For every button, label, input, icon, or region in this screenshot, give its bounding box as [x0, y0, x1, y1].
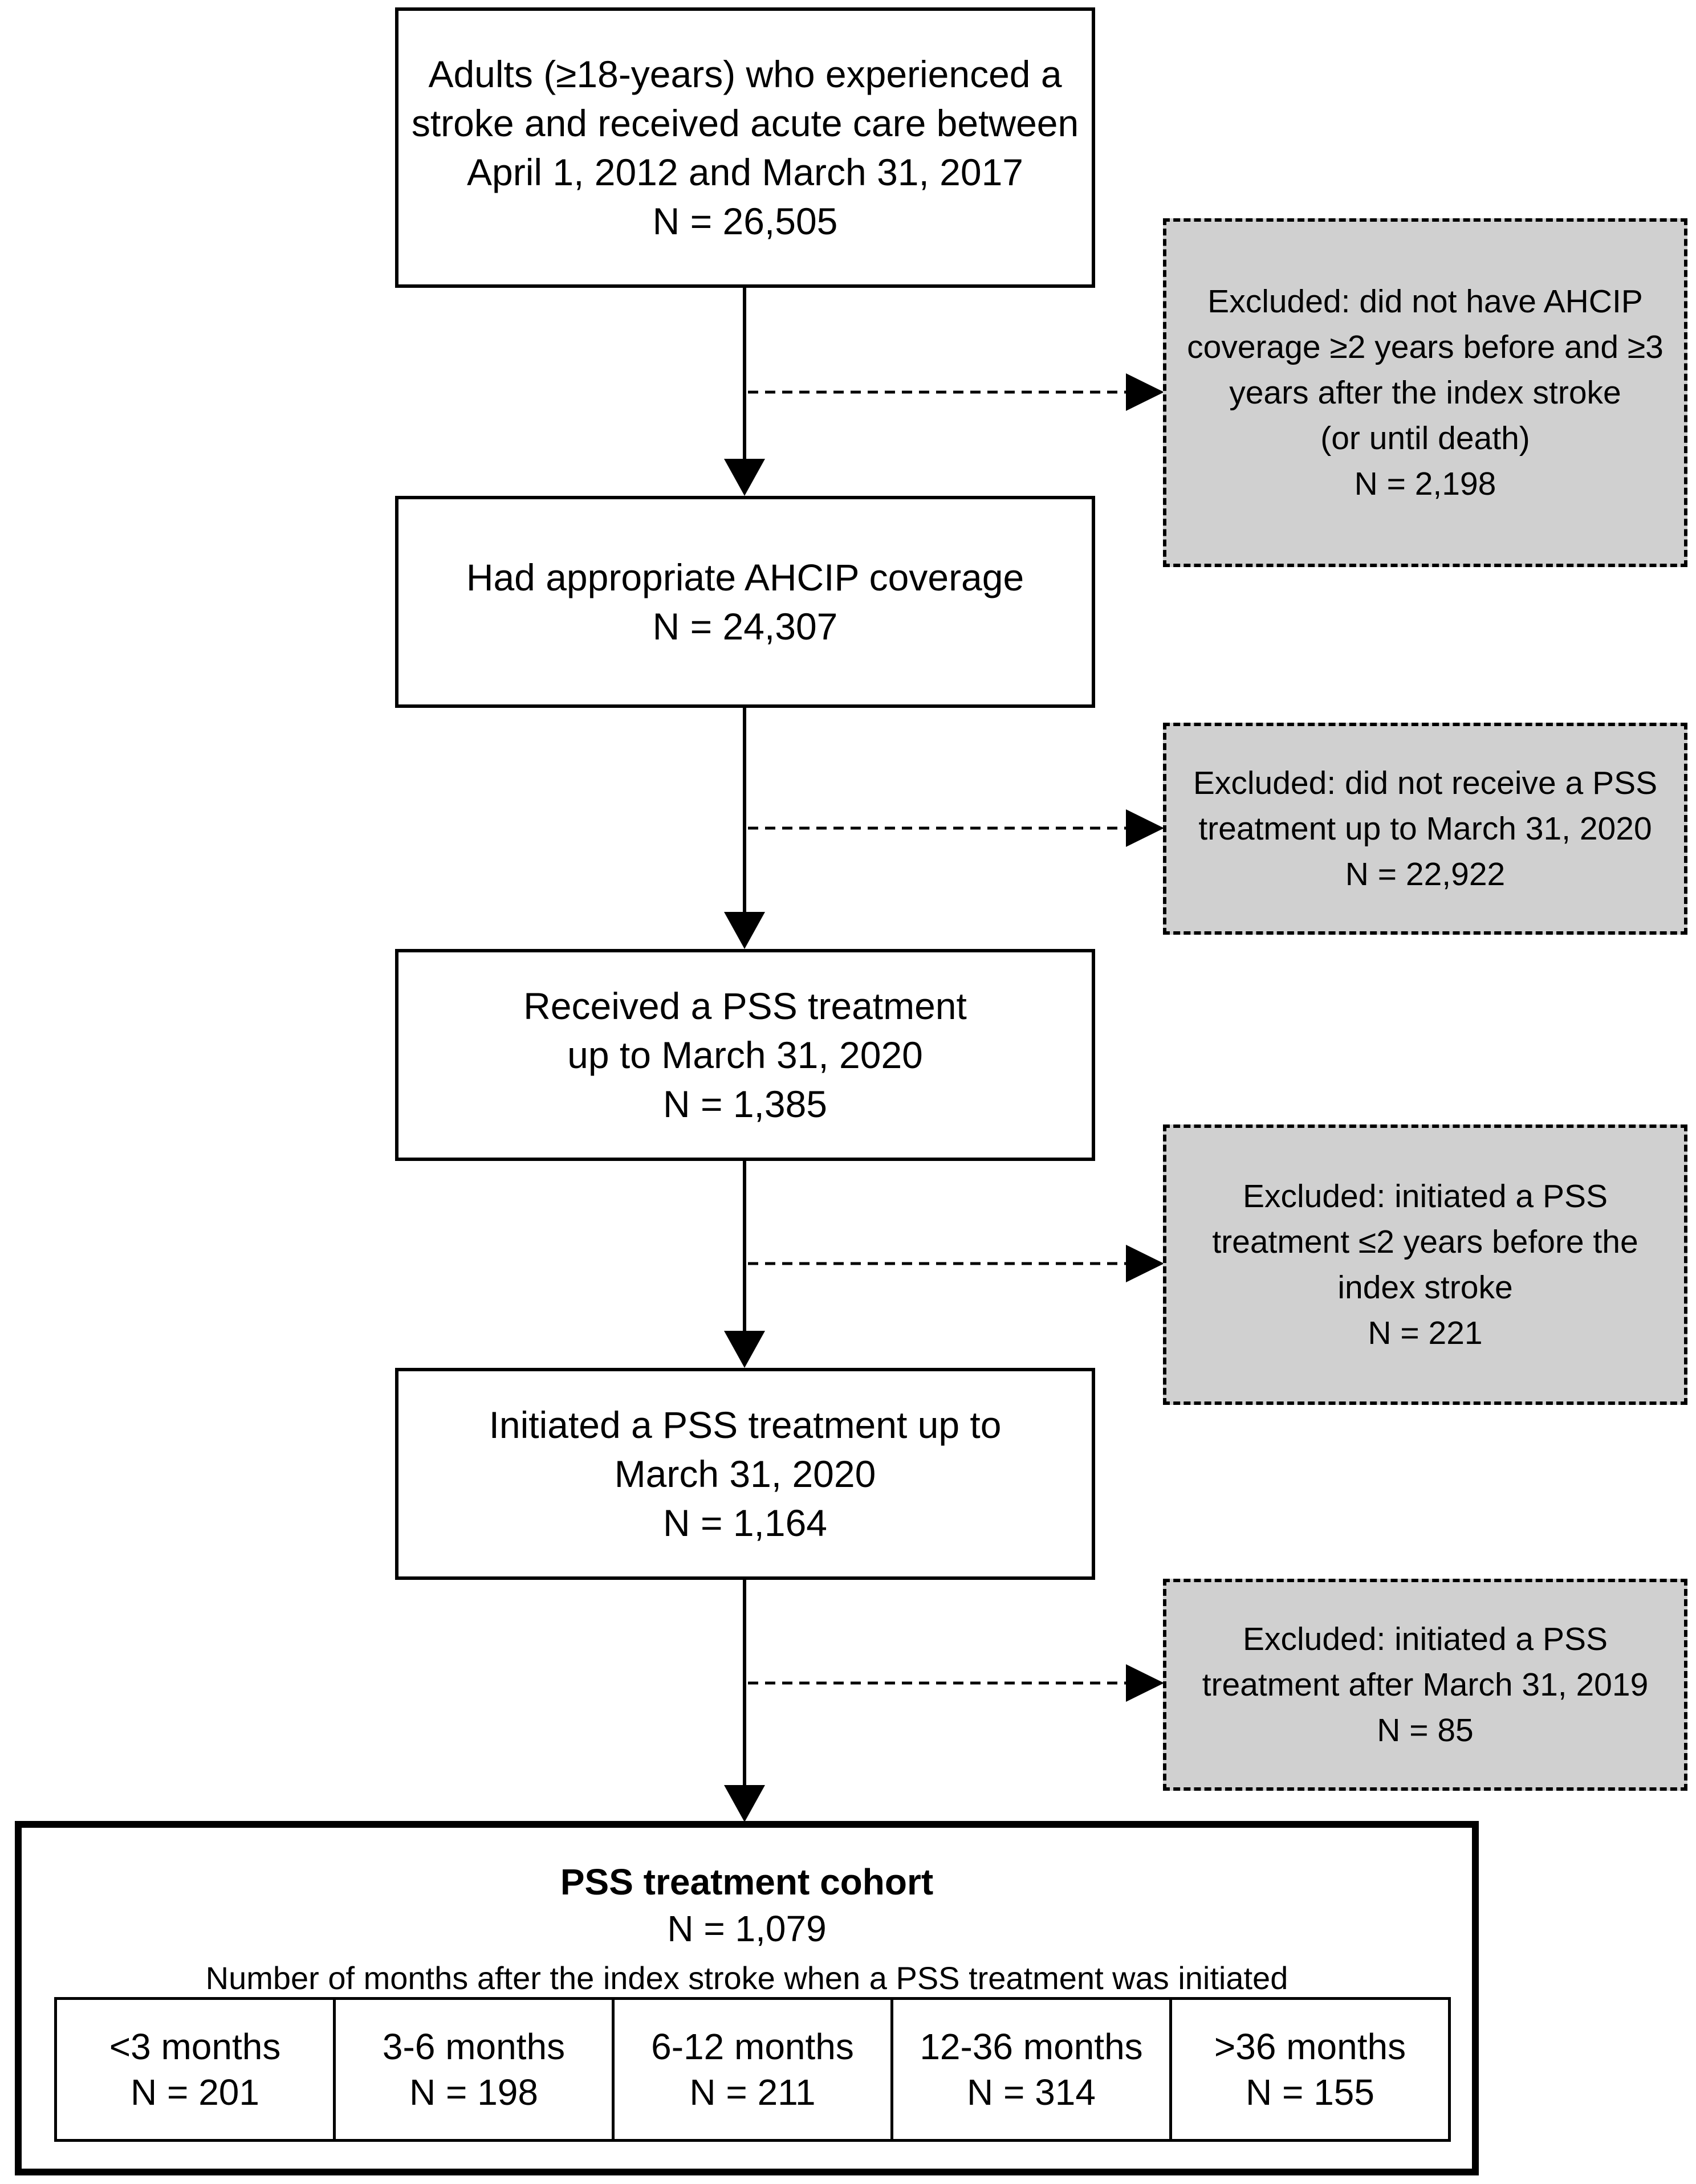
flow-box-count: N = 24,307	[652, 605, 838, 647]
arrowhead-3	[724, 1331, 765, 1368]
cohort-title: PSS treatment cohort	[560, 1861, 934, 1902]
flow-box-text: stroke and received acute care between	[411, 102, 1079, 144]
flow-box-ahcip: Had appropriate AHCIP coverage N = 24,30…	[395, 496, 1095, 708]
arrowhead-2	[724, 912, 765, 949]
subgroup-label: 12-36 months	[920, 2026, 1143, 2067]
flow-box-count: N = 1,385	[662, 1083, 828, 1125]
flow-box-count: N = 26,505	[652, 200, 838, 242]
exclusion-text: Excluded: initiated a PSS	[1242, 1621, 1608, 1657]
cohort-subgroup-caption: Number of months after the index stroke …	[205, 1960, 1288, 1996]
flow-arrows	[724, 287, 765, 1822]
exclusion-text: treatment ≤2 years before the	[1212, 1224, 1638, 1260]
subgroup-count: N = 201	[131, 2072, 259, 2113]
flow-box-text: up to March 31, 2020	[567, 1034, 923, 1076]
exclusion-text: coverage ≥2 years before and ≥3	[1187, 329, 1664, 365]
flow-box-text: Had appropriate AHCIP coverage	[466, 556, 1024, 598]
exclusion-count: N = 221	[1368, 1315, 1483, 1351]
arrowhead-1	[724, 459, 765, 496]
exclusion-count: N = 85	[1377, 1712, 1474, 1749]
exclusion-box-late-pss: Excluded: initiated a PSS treatment afte…	[1163, 1579, 1687, 1791]
subgroup-cell: <3 months N = 201	[57, 2000, 336, 2139]
exclusion-text: index stroke	[1337, 1269, 1513, 1306]
subgroup-label: <3 months	[109, 2026, 281, 2067]
flow-box-received-pss: Received a PSS treatment up to March 31,…	[395, 949, 1095, 1161]
flow-box-text: Initiated a PSS treatment up to	[489, 1404, 1002, 1446]
exclusion-count: N = 2,198	[1354, 466, 1496, 502]
exclusion-box-no-pss: Excluded: did not receive a PSS treatmen…	[1163, 723, 1687, 935]
flow-box-initiated-pss: Initiated a PSS treatment up to March 31…	[395, 1368, 1095, 1580]
exclusion-text: years after the index stroke	[1229, 374, 1621, 411]
subgroup-label: >36 months	[1214, 2026, 1406, 2067]
exclusion-text: treatment up to March 31, 2020	[1198, 810, 1652, 847]
subgroup-cell: >36 months N = 155	[1172, 2000, 1448, 2139]
flow-box-text: April 1, 2012 and March 31, 2017	[467, 151, 1023, 193]
subgroup-label: 3-6 months	[382, 2026, 566, 2067]
exclusion-text: Excluded: did not receive a PSS	[1193, 765, 1658, 801]
flow-box-text: Received a PSS treatment	[523, 985, 967, 1027]
subgroup-cell: 3-6 months N = 198	[336, 2000, 615, 2139]
exclusion-arrows	[748, 373, 1164, 1702]
flow-box-text: Adults (≥18-years) who experienced a	[428, 53, 1062, 95]
subgroup-cell: 6-12 months N = 211	[615, 2000, 893, 2139]
exclusion-box-prior-pss: Excluded: initiated a PSS treatment ≤2 y…	[1163, 1124, 1687, 1405]
arrowhead-4	[724, 1785, 765, 1822]
cohort-subgroup-table: <3 months N = 201 3-6 months N = 198 6-1…	[54, 1997, 1451, 2142]
subgroup-count: N = 211	[689, 2072, 816, 2113]
cohort-box: PSS treatment cohort N = 1,079 Number of…	[15, 1821, 1479, 2175]
exclusion-text: (or until death)	[1320, 420, 1530, 457]
subgroup-count: N = 198	[409, 2072, 538, 2113]
exclusion-text: Excluded: did not have AHCIP	[1207, 283, 1643, 320]
subgroup-count: N = 155	[1246, 2072, 1374, 2113]
flow-box-text: March 31, 2020	[614, 1453, 876, 1495]
cohort-count: N = 1,079	[667, 1908, 827, 1949]
flow-box-initial: Adults (≥18-years) who experienced a str…	[395, 7, 1095, 288]
flow-box-count: N = 1,164	[662, 1502, 828, 1544]
subgroup-count: N = 314	[967, 2072, 1096, 2113]
exclusion-text: treatment after March 31, 2019	[1202, 1666, 1649, 1703]
subgroup-label: 6-12 months	[651, 2026, 854, 2067]
exclusion-count: N = 22,922	[1345, 856, 1506, 893]
exclusion-text: Excluded: initiated a PSS	[1242, 1178, 1608, 1215]
subgroup-cell: 12-36 months N = 314	[893, 2000, 1172, 2139]
exclusion-box-ahcip: Excluded: did not have AHCIP coverage ≥2…	[1163, 218, 1687, 567]
